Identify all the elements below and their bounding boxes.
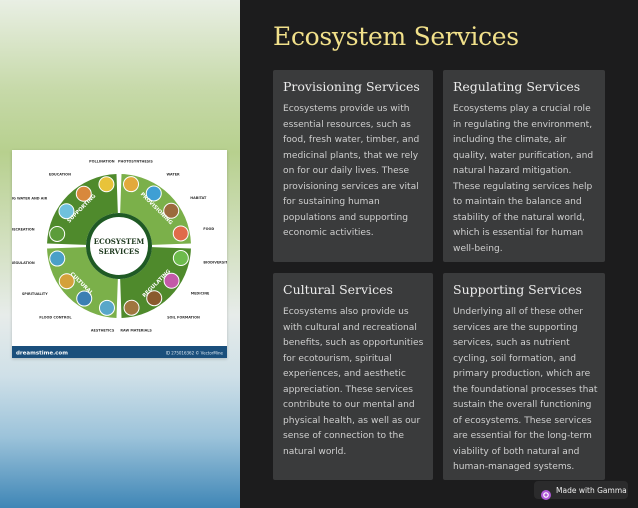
segment-provisioning — [120, 174, 191, 245]
service-icon — [123, 176, 140, 193]
card-title: Cultural Services — [283, 282, 393, 297]
card-regulating-services: Regulating Services Ecosystems play a cr… — [443, 70, 605, 262]
service-icon — [98, 176, 115, 193]
service-icon — [172, 225, 189, 242]
service-icon — [123, 299, 140, 316]
card-body: Underlying all of these other services a… — [453, 307, 598, 472]
service-label: HABITAT — [190, 196, 207, 200]
service-icon — [76, 290, 93, 307]
service-label: RAW MATERIALS — [120, 328, 152, 332]
segment-regulating — [120, 247, 191, 318]
service-label: RECREATION — [12, 228, 35, 232]
watermark-id: ID 275016362 © VectorMine — [166, 351, 224, 356]
card-body: Ecosystems play a crucial role in regula… — [453, 104, 594, 254]
card-title: Regulating Services — [453, 79, 581, 94]
card-title: Provisioning Services — [283, 79, 420, 94]
service-label: WATER — [166, 172, 180, 176]
service-label: CLIMATE REGULATION — [12, 261, 35, 265]
card-supporting-services: Supporting Services Underlying all of th… — [443, 273, 605, 480]
service-icon — [172, 250, 189, 267]
card-title: Supporting Services — [453, 282, 582, 297]
service-label: CLEANING WATER AND AIR — [12, 197, 48, 201]
service-icon — [163, 272, 180, 289]
service-icon — [58, 203, 75, 220]
card-body: Ecosystems also provide us with cultural… — [283, 307, 424, 457]
service-icon — [145, 185, 162, 202]
hub-center — [90, 217, 148, 275]
hub-title-line2: SERVICES — [99, 247, 140, 256]
service-label: PHOTOSYNTHESIS — [118, 160, 153, 164]
made-with-gamma-badge[interactable]: Made with Gamma — [534, 481, 628, 500]
service-icon — [49, 250, 66, 267]
service-label: SOIL FORMATION — [167, 315, 200, 319]
service-label: MEDICINE — [191, 291, 210, 295]
infographic-footer — [12, 346, 227, 358]
service-icon — [163, 202, 180, 219]
service-icon — [98, 299, 115, 316]
service-label: AESTHETICS — [91, 328, 115, 332]
page-title: Ecosystem Services — [273, 22, 519, 51]
content-panel: Ecosystem Services Provisioning Services… — [240, 0, 638, 508]
card-provisioning-services: Provisioning Services Ecosystems provide… — [273, 70, 433, 262]
service-icon — [75, 185, 92, 202]
service-icon — [58, 273, 75, 290]
service-label: POLLINATION — [89, 160, 115, 164]
service-icon — [146, 290, 163, 307]
badge-label: Made with Gamma — [556, 485, 627, 495]
segment-supporting — [47, 174, 118, 245]
service-label: SPIRITUALITY — [22, 292, 48, 296]
service-label: BIODIVERSITY — [203, 260, 227, 264]
service-label: EDUCATION — [49, 173, 71, 177]
hub-title-line1: ECOSYSTEM — [94, 237, 145, 246]
card-body: Ecosystems provide us with essential res… — [283, 104, 420, 238]
watermark-site: dreamstime.com — [16, 351, 68, 357]
gamma-logo-icon — [541, 485, 551, 500]
card-cultural-services: Cultural Services Ecosystems also provid… — [273, 273, 433, 480]
service-label: FLOOD CONTROL — [39, 316, 72, 320]
service-label: FOOD — [203, 227, 214, 231]
service-icon — [49, 225, 66, 242]
segment-cultural — [47, 247, 118, 318]
